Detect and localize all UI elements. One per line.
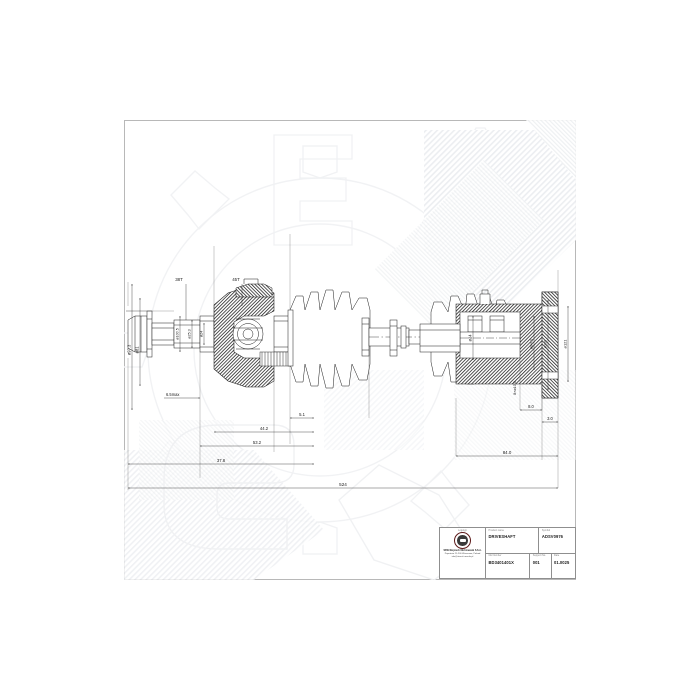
ce-number-label: CE Number [488,554,502,557]
company-contact: info@stacol.com.de.pl [451,555,474,558]
dim-right-dia-2: ø100 [544,340,548,348]
dim-right-dia-1: ø84.1 [529,339,534,349]
dim-left-dia-3: ø100.5 [176,328,180,339]
field-ce-number: CE Number BD3401401X [486,554,529,579]
dim-left-dia-5: ø24 [200,331,204,337]
company-name: SKW‑Wojciech Michniewski S.S.A. [443,549,482,552]
company-label: Logotyp [458,528,467,532]
dim-left-4: 37.8 [217,458,226,463]
product-name-value: DRIVESHAFT [488,534,516,540]
dim-spline-outer: 38T [175,277,183,282]
title-block: Logotyp SKW‑Wojciech Michniewski S.S.A. … [439,527,576,579]
dim-shaft-dia: ø24 [468,334,473,342]
support-no-value: 001 [532,559,540,565]
dim-left-dia-4: ø25.3 [188,329,192,338]
dim-left-note: 6.5max [166,392,179,397]
dim-right-hole: 8×ø10.5 [513,381,517,395]
driveshaft-technical-drawing: 38T 45T ø97.3 ø81 ø100.5 ø25.3 ø24 ø24 6… [124,120,576,580]
date-label: Date [554,554,560,557]
field-symbol: Symbol ADSV0976 [538,528,575,553]
field-support-no: Support No. 001 [529,553,550,578]
title-block-company: Logotyp SKW‑Wojciech Michniewski S.S.A. … [440,528,486,578]
dim-left-dia-1: ø97.3 [127,344,132,355]
dim-overall-length: 524 [339,482,347,487]
company-emblem-icon [454,531,471,549]
product-name-label: Product name [488,528,504,532]
company-address: Paprotnia 21‑200 Warszawa, Poland [444,552,481,555]
field-date: Date 01.0025 [550,553,576,578]
dim-left-2: 44.2 [260,426,269,431]
ce-number-value: BD3401401X [488,559,514,565]
symbol-label: Symbol [541,528,551,532]
dim-right-1: 8.0 [528,404,534,409]
dim-left-dia-2: ø81 [135,346,140,354]
symbol-value: ADSV0976 [541,534,564,540]
dim-right-3: 84.0 [503,450,512,455]
support-no-label: Support No. [532,554,547,557]
dim-spline-inner: 45T [232,277,240,282]
dim-left-1: 5.1 [299,412,305,417]
dim-left-3: 53.2 [253,440,262,445]
dim-right-2: 3.0 [547,416,553,421]
field-product-name: Product name DRIVESHAFT [486,528,538,553]
dim-right-dia-3: ø121 [563,340,568,349]
date-value: 01.0025 [554,559,570,565]
